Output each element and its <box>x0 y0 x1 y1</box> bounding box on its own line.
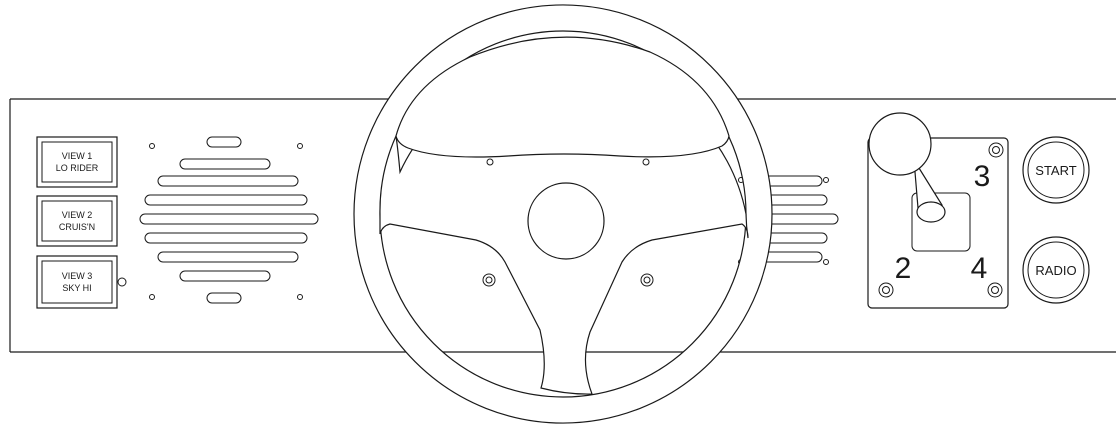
gear-label-2: 2 <box>895 252 912 285</box>
gear-shifter[interactable]: 3 2 4 <box>867 112 1009 309</box>
start-button[interactable]: START <box>1022 136 1090 204</box>
view-button-3-label-top: VIEW 3 <box>62 271 93 281</box>
gear-label-3: 3 <box>974 160 991 193</box>
steering-wheel[interactable] <box>353 4 773 424</box>
left-speaker-grille <box>139 136 319 304</box>
radio-button[interactable]: RADIO <box>1022 236 1090 304</box>
shifter-knob <box>868 112 932 176</box>
radio-button-label: RADIO <box>1035 263 1076 278</box>
indicator-light <box>117 277 127 287</box>
shifter-plate <box>867 137 1009 309</box>
gear-label-4: 4 <box>971 252 988 285</box>
wheel-hub-center <box>527 182 605 260</box>
view-button-3-label-bottom: SKY HI <box>62 283 91 293</box>
view-button-3[interactable]: VIEW 3 SKY HI <box>36 255 118 309</box>
view-button-2[interactable]: VIEW 2 CRUIS'N <box>36 195 118 247</box>
view-button-2-label-bottom: CRUIS'N <box>59 222 95 232</box>
wheel-upper-opening <box>395 36 730 158</box>
view-button-1[interactable]: VIEW 1 LO RIDER <box>36 136 118 188</box>
shifter-gate <box>911 192 971 252</box>
view-button-1-label-top: VIEW 1 <box>62 151 93 161</box>
view-button-2-label-top: VIEW 2 <box>62 210 93 220</box>
view-button-1-label-bottom: LO RIDER <box>56 163 99 173</box>
start-button-label: START <box>1035 163 1076 178</box>
